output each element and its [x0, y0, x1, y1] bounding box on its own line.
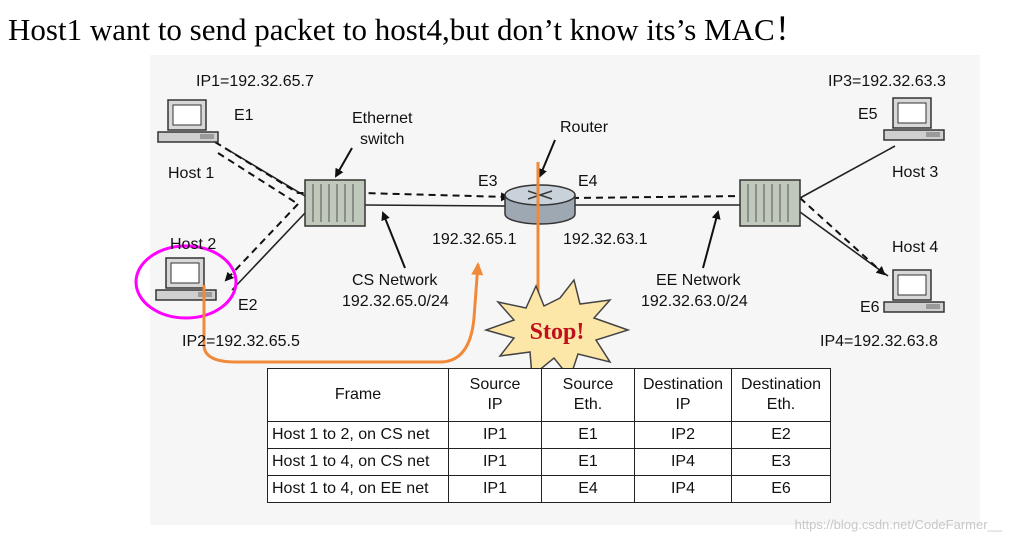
stop-label: Stop! [530, 319, 585, 345]
table-cell: E1 [541, 448, 635, 476]
host1-computer-icon [157, 99, 219, 143]
host2-highlight-circle [134, 244, 238, 320]
table-cell: E2 [731, 421, 831, 449]
table-cell: IP1 [448, 475, 542, 503]
router-ip-right-label: 192.32.63.1 [563, 231, 648, 248]
cs-network-name-label: CS Network [352, 272, 438, 289]
switch-label-line2: switch [360, 131, 404, 148]
host1-name-label: Host 1 [168, 165, 214, 182]
host2-name-label: Host 2 [170, 236, 216, 253]
page-title: Host1 want to send packet to host4,but d… [8, 12, 806, 47]
dashed-paths [214, 141, 886, 282]
table-cell: IP1 [448, 448, 542, 476]
table-cell: Host 1 to 2, on CS net [267, 421, 449, 449]
host2-eth-label: E2 [238, 297, 258, 314]
router-ip-left-label: 192.32.65.1 [432, 231, 517, 248]
table-cell: IP1 [448, 421, 542, 449]
table-cell: IP2 [634, 421, 732, 449]
table-cell: IP4 [634, 475, 732, 503]
host4-eth-label: E6 [860, 299, 880, 316]
pointer-arrows [335, 139, 721, 269]
router-name-label: Router [560, 119, 609, 136]
table-cell: Host 1 to 4, on EE net [267, 475, 449, 503]
orange-arrows [202, 162, 540, 364]
host2-ip-label: IP2=192.32.65.5 [182, 333, 300, 350]
host3-ip-label: IP3=192.32.63.3 [828, 73, 946, 90]
table-row: Host 1 to 4, on EE net IP1 E4 IP4 E6 [267, 475, 831, 503]
host1-eth-label: E1 [234, 107, 254, 124]
switch-label-line1: Ethernet [352, 110, 413, 127]
table-cell: IP4 [634, 448, 732, 476]
table-cell: Host 1 to 4, on CS net [267, 448, 449, 476]
cs-switch-icon [304, 179, 366, 227]
host3-name-label: Host 3 [892, 164, 938, 181]
table-cell: E4 [541, 475, 635, 503]
host4-ip-label: IP4=192.32.63.8 [820, 333, 938, 350]
router-port-right-label: E4 [578, 173, 598, 190]
host4-name-label: Host 4 [892, 239, 938, 256]
table-row: Host 1 to 4, on CS net IP1 E1 IP4 E3 [267, 448, 831, 476]
ee-switch-icon [739, 179, 801, 227]
stop-burst-icon [483, 278, 631, 380]
host3-eth-label: E5 [858, 106, 878, 123]
ee-network-subnet-label: 192.32.63.0/24 [641, 293, 748, 310]
router-icon [504, 184, 576, 225]
router-port-left-label: E3 [478, 173, 498, 190]
host3-computer-icon [883, 97, 945, 141]
watermark: https://blog.csdn.net/CodeFarmer__ [794, 517, 1002, 532]
table-cell: E6 [731, 475, 831, 503]
table-cell: E1 [541, 421, 635, 449]
ee-network-name-label: EE Network [656, 272, 741, 289]
host4-computer-icon [883, 269, 945, 313]
cs-network-subnet-label: 192.32.65.0/24 [342, 293, 449, 310]
host2-computer-icon [155, 257, 217, 301]
host1-ip-label: IP1=192.32.65.7 [196, 73, 314, 90]
table-header-cell: Frame [267, 368, 449, 422]
table-cell: E3 [731, 448, 831, 476]
table-row: Host 1 to 2, on CS net IP1 E1 IP2 E2 [267, 421, 831, 449]
